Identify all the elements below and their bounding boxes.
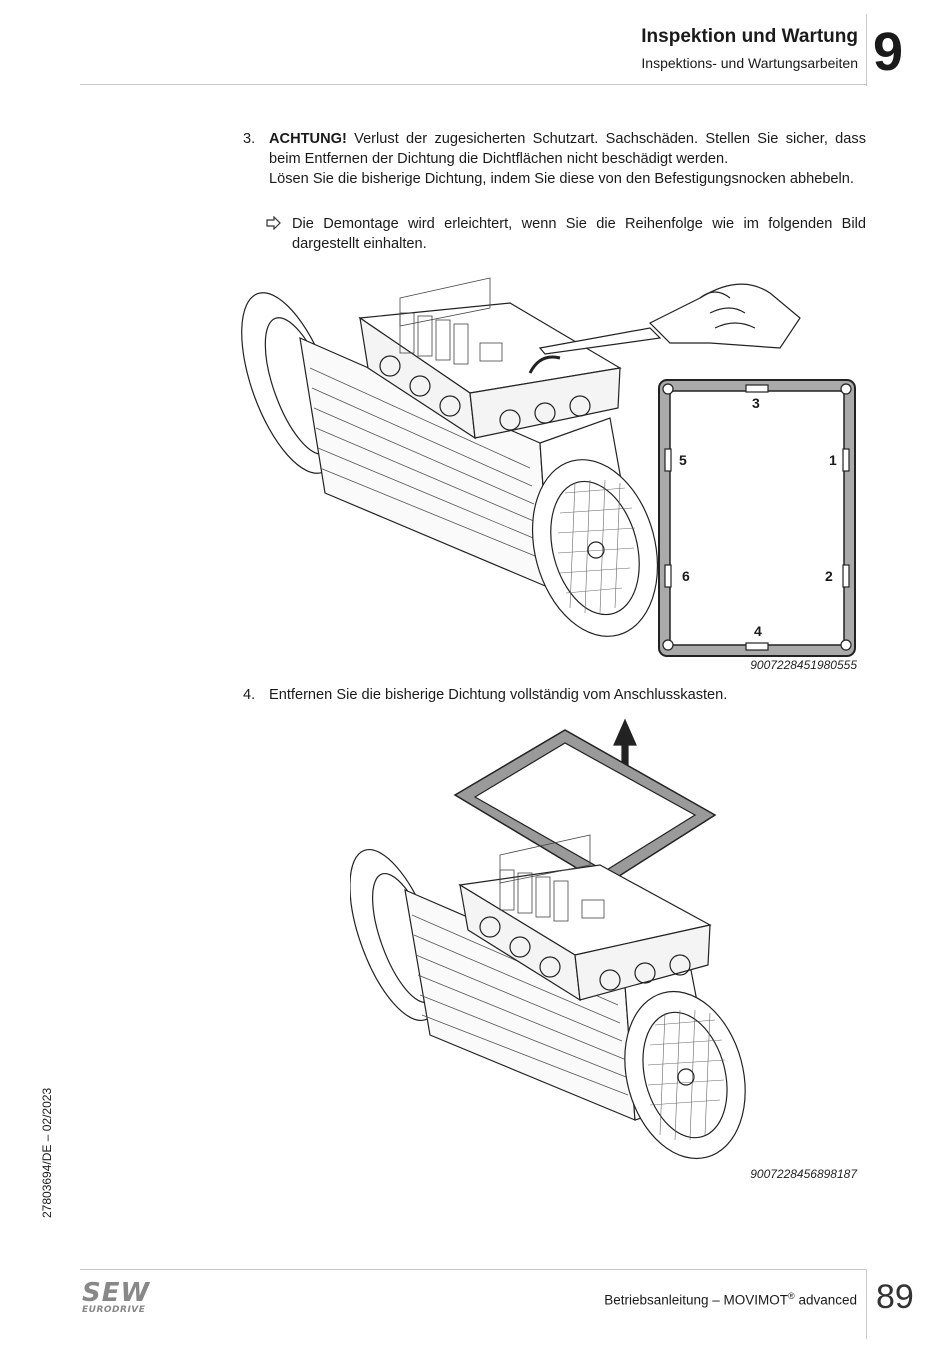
step-number: 3. [243, 131, 256, 147]
gasket-diagram [658, 379, 856, 657]
chapter-subtitle: Inspektions- und Wartungsarbeiten [641, 55, 858, 71]
gasket-label-2: 2 [825, 568, 833, 584]
page-number: 89 [876, 1278, 914, 1316]
gasket-label-5: 5 [679, 452, 687, 468]
logo-sub: EURODRIVE [82, 1305, 146, 1315]
gasket-label-3: 3 [752, 395, 760, 411]
figure-gasket-removal [350, 718, 746, 1160]
document-id: 27803694/DE – 02/2023 [40, 1087, 54, 1218]
warning-text: Verlust der zugesicherten Schutzart. Sac… [269, 131, 867, 167]
sew-eurodrive-logo: SEW EURODRIVE [82, 1278, 151, 1315]
header-rule [80, 84, 866, 85]
gasket-label-6: 6 [682, 568, 690, 584]
step-number: 4. [243, 687, 256, 703]
chapter-number: 9 [873, 22, 904, 82]
footer-rule [80, 1269, 866, 1270]
step-result: Die Demontage wird erleichtert, wenn Sie… [292, 216, 866, 252]
arrow-hint-icon [266, 215, 282, 235]
figure-caption: 9007228451980555 [750, 658, 857, 672]
step-text: Entfernen Sie die bisherige Dichtung vol… [269, 687, 728, 703]
document-title: Betriebsanleitung – MOVIMOT® advanced [604, 1291, 857, 1308]
logo-main: SEW [82, 1278, 151, 1308]
doc-title-main: Betriebsanleitung – MOVIMOT [604, 1292, 789, 1308]
footer-divider [866, 1269, 867, 1339]
figure-motor-screwdriver [241, 277, 801, 637]
step-warning: ACHTUNG! Verlust der zugesicherten Schut… [269, 129, 866, 169]
registered-mark: ® [788, 1291, 795, 1301]
gasket-label-1: 1 [829, 452, 837, 468]
warning-label: ACHTUNG! [269, 131, 347, 147]
header-divider [866, 14, 867, 86]
figure-caption: 9007228456898187 [750, 1167, 857, 1181]
chapter-title: Inspektion und Wartung [641, 26, 858, 47]
gasket-label-4: 4 [754, 623, 762, 639]
step-instruction: Lösen Sie die bisherige Dichtung, indem … [269, 171, 854, 187]
doc-title-rest: advanced [794, 1292, 857, 1308]
